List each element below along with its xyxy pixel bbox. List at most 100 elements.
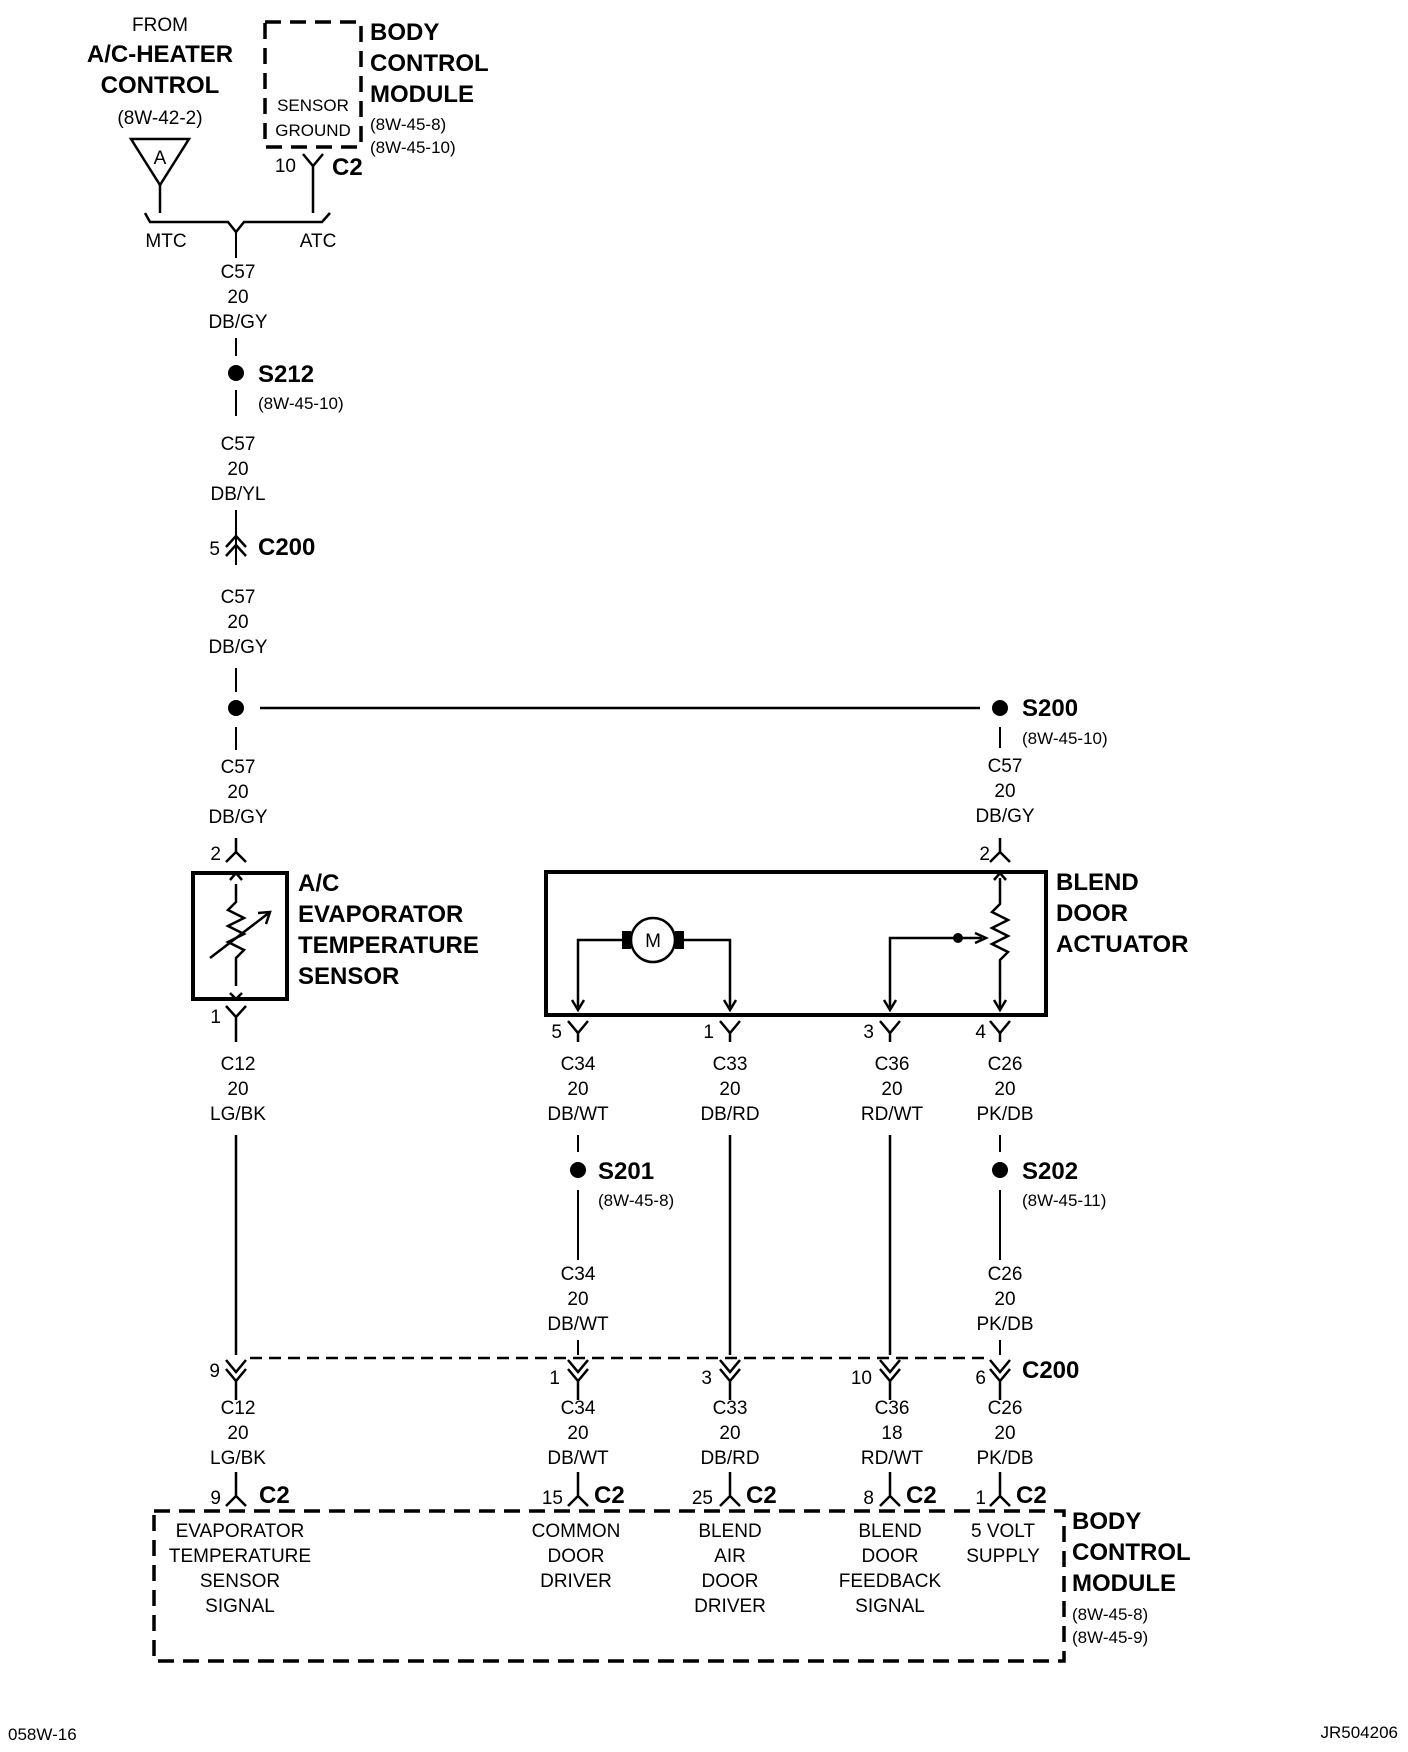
splice-s200-dot — [992, 700, 1008, 716]
bw3-color: DB/RD — [700, 1448, 759, 1469]
bcm-bottom-title-2: CONTROL — [1072, 1539, 1191, 1566]
func1-line2: TEMPERATURE — [169, 1546, 311, 1567]
wiper-arrow — [974, 931, 990, 945]
option-bracket — [143, 212, 331, 235]
motor-label: M — [645, 931, 661, 952]
lw2-circuit: C34 — [561, 1054, 596, 1075]
lw3-circuit: C33 — [713, 1054, 748, 1075]
splice-s201-ref: (8W-45-8) — [598, 1191, 674, 1210]
bcm-pin-5: 1 — [975, 1488, 986, 1509]
actuator-box — [544, 870, 1048, 1017]
bcm-top-terminal — [302, 153, 324, 213]
bw5-gauge: 20 — [994, 1423, 1015, 1444]
bcm-top-title-3: MODULE — [370, 81, 474, 108]
c200-top-name: C200 — [258, 534, 315, 561]
bcm-bottom-title-3: MODULE — [1072, 1570, 1176, 1597]
bw3-gauge: 20 — [719, 1423, 740, 1444]
actuator-title-2: DOOR — [1056, 900, 1128, 927]
bw3-circuit: C33 — [713, 1398, 748, 1419]
splice-s200-name: S200 — [1022, 695, 1078, 722]
func1-line1: EVAPORATOR — [176, 1521, 305, 1542]
thermistor-symbol — [225, 884, 247, 986]
bcm-pin-2: 15 — [542, 1488, 563, 1509]
c200-pin-1: 9 — [209, 1361, 220, 1382]
wire5-color: DB/GY — [975, 806, 1034, 827]
wire2-gauge: 20 — [227, 459, 248, 480]
bcm-top-title-2: CONTROL — [370, 50, 489, 77]
c200-bottom-name: C200 — [1022, 1357, 1079, 1384]
actuator-top-terminal — [989, 838, 1011, 863]
bcm-top-ref-1: (8W-45-8) — [370, 115, 446, 134]
actuator-title-3: ACTUATOR — [1056, 931, 1188, 958]
motor-wire-right — [684, 938, 732, 1008]
splice-s201-name: S201 — [598, 1158, 654, 1185]
func4-line2: DOOR — [862, 1546, 919, 1567]
splice-s202-dot — [992, 1162, 1008, 1178]
actuator-pin-2: 1 — [703, 1022, 714, 1043]
bcm-top-title-1: BODY — [370, 19, 439, 46]
wire5-circuit: C57 — [988, 756, 1023, 777]
actuator-pin-1: 5 — [551, 1022, 562, 1043]
bcm-top-pin: 10 — [275, 156, 296, 177]
wire1-circuit: C57 — [221, 262, 256, 283]
c200-top-pin: 5 — [209, 539, 220, 560]
func2-line2: DOOR — [548, 1546, 605, 1567]
func2-line1: COMMON — [532, 1521, 621, 1542]
wire1-gauge: 20 — [227, 287, 248, 308]
sensor-top-terminal — [225, 838, 247, 863]
motor-brush-right — [675, 931, 684, 949]
func4-line1: BLEND — [858, 1521, 921, 1542]
actuator-pin-top: 2 — [979, 844, 990, 865]
atc-label: ATC — [300, 231, 337, 252]
splice-s202-name: S202 — [1022, 1158, 1078, 1185]
sensor-ground-label-1: SENSOR — [277, 96, 349, 115]
actuator-bottom-terminals — [567, 1020, 1011, 1042]
motor-brush-left — [622, 931, 631, 949]
sensor-pin-bottom: 1 — [210, 1007, 221, 1028]
wire2-color: DB/YL — [211, 484, 266, 505]
connector-triangle — [128, 137, 192, 188]
bw4-circuit: C36 — [875, 1398, 910, 1419]
wire3-circuit: C57 — [221, 587, 256, 608]
motor-wire-left — [576, 938, 622, 1008]
bcm-bottom-box — [152, 1509, 1066, 1663]
pot-arrows — [992, 871, 1008, 1013]
lw1-color: LG/BK — [210, 1104, 266, 1125]
func4-line3: FEEDBACK — [839, 1571, 942, 1592]
source-name-1: A/C-HEATER — [87, 41, 233, 68]
mw2-gauge: 20 — [994, 1289, 1015, 1310]
lw2-color: DB/WT — [547, 1104, 609, 1125]
mw2-color: PK/DB — [976, 1314, 1033, 1335]
sensor-title-3: TEMPERATURE — [298, 932, 479, 959]
lw2-gauge: 20 — [567, 1079, 588, 1100]
bw5-color: PK/DB — [976, 1448, 1033, 1469]
lw3-gauge: 20 — [719, 1079, 740, 1100]
footer-right: JR504206 — [1320, 1723, 1398, 1742]
wire4-gauge: 20 — [227, 782, 248, 803]
func3-line2: AIR — [714, 1546, 746, 1567]
lw1-gauge: 20 — [227, 1079, 248, 1100]
junction-dot — [228, 700, 244, 716]
bw2-gauge: 20 — [567, 1423, 588, 1444]
bcm-pin-4: 8 — [863, 1488, 874, 1509]
wire3-color: DB/GY — [208, 637, 267, 658]
bcm-connector-5: C2 — [1016, 1482, 1047, 1509]
actuator-title-1: BLEND — [1056, 869, 1139, 896]
func3-line4: DRIVER — [694, 1596, 766, 1617]
c200-top-connector-icon — [225, 534, 247, 557]
lw4-color: RD/WT — [861, 1104, 924, 1125]
triangle-label: A — [154, 148, 167, 169]
bw5-circuit: C26 — [988, 1398, 1023, 1419]
lw4-gauge: 20 — [881, 1079, 902, 1100]
func3-line1: BLEND — [698, 1521, 761, 1542]
bcm-pin-3: 25 — [692, 1488, 713, 1509]
bw2-color: DB/WT — [547, 1448, 609, 1469]
bcm-top-ref-2: (8W-45-10) — [370, 138, 456, 157]
wiper-wire — [888, 936, 982, 1008]
sensor-title-4: SENSOR — [298, 963, 399, 990]
c200-pin-2: 1 — [549, 1368, 560, 1389]
splice-s202-ref: (8W-45-11) — [1022, 1191, 1106, 1210]
bcm-bottom-ref-2: (8W-45-9) — [1072, 1628, 1148, 1647]
splice-s200-ref: (8W-45-10) — [1022, 729, 1108, 748]
potentiometer-symbol — [989, 878, 1011, 1008]
